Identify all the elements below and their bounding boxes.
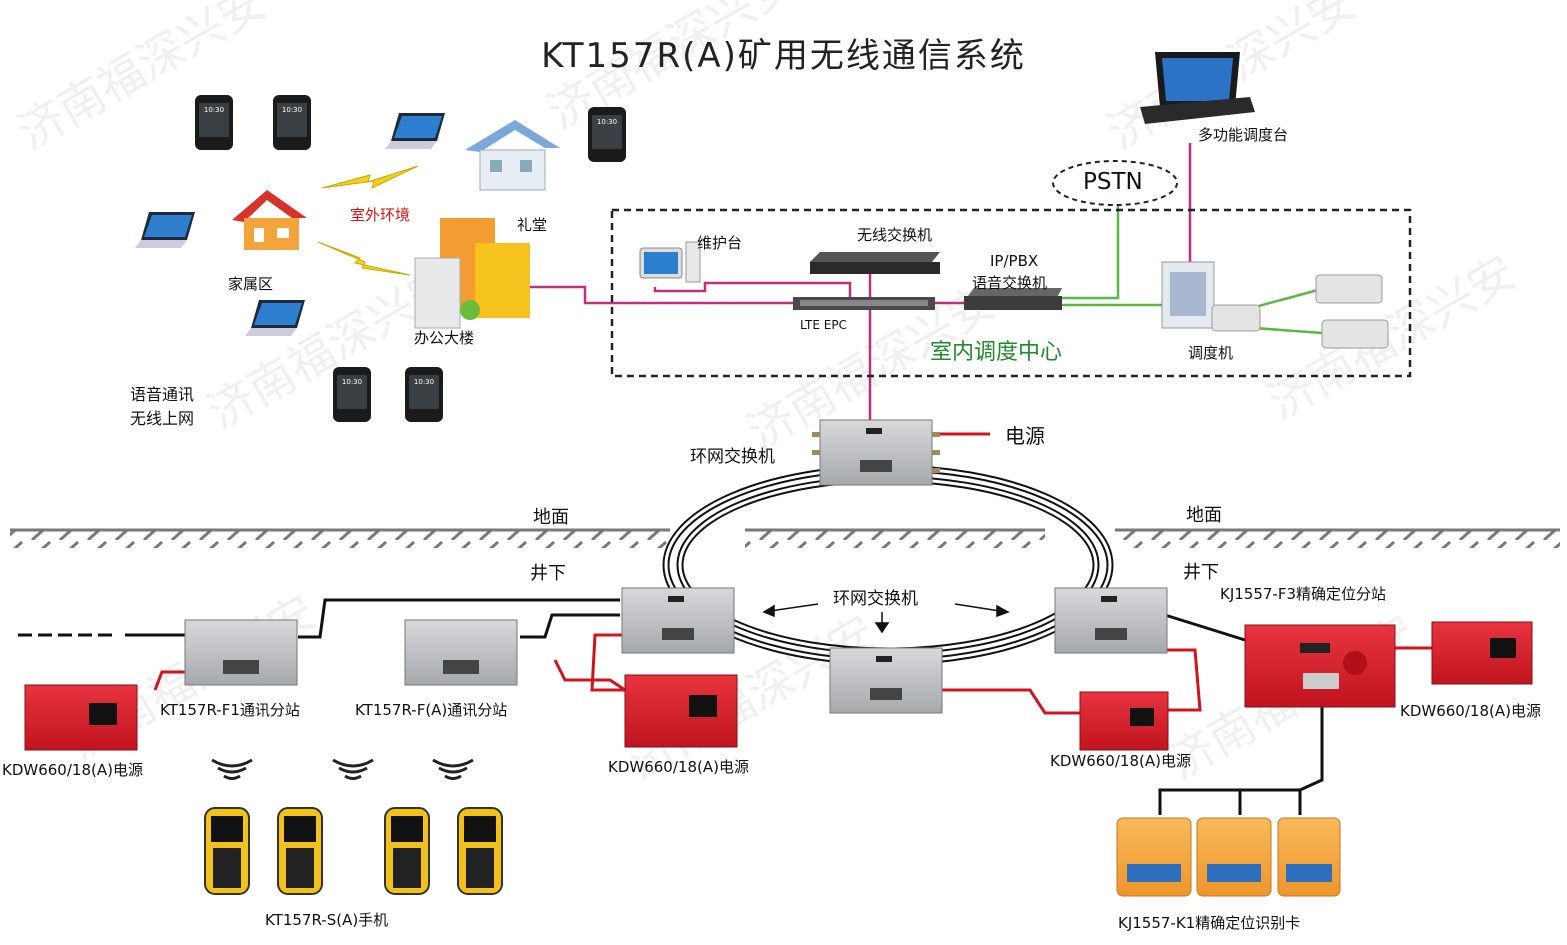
smartphone-icon: 10:30 <box>195 95 233 150</box>
ip-pbx-device <box>964 288 1062 310</box>
id-cards <box>1116 817 1341 897</box>
control-center-title: 室内调度中心 <box>930 340 1063 365</box>
power-top-label: 电源 <box>1005 424 1045 448</box>
svg-text:10:30: 10:30 <box>342 378 362 386</box>
ethernet-links <box>530 272 968 420</box>
f1-substation-box <box>184 619 298 686</box>
handset-icon <box>204 807 250 895</box>
family-house-icon <box>232 190 307 250</box>
svg-text:10:30: 10:30 <box>414 378 434 386</box>
console-label: 多功能调度台 <box>1198 126 1289 144</box>
ring-switch-right <box>1054 587 1168 654</box>
power-ring-label: KDW660/18(A)电源 <box>1050 752 1191 770</box>
laptop-icon <box>135 212 195 248</box>
laptop-icon <box>385 113 445 149</box>
dispatcher-label: 调度机 <box>1188 344 1234 362</box>
service-label-1: 语音通讯 <box>130 385 195 404</box>
desk-phone-icon <box>1211 274 1389 349</box>
ring-switch-left <box>621 587 735 654</box>
pstn-label: PSTN <box>1083 169 1143 195</box>
pointer-arrows <box>762 603 1010 634</box>
power-right-label: KDW660/18(A)电源 <box>1400 702 1541 720</box>
outdoor-env-label: 室外环境 <box>350 206 411 224</box>
laptops <box>135 113 445 336</box>
maintenance-label: 维护台 <box>697 234 743 252</box>
power-left-label: KDW660/18(A)电源 <box>2 761 143 779</box>
handset-icon <box>457 807 503 895</box>
smartphone-icon: 10:30 <box>333 367 371 422</box>
wireless-wave-icon <box>211 758 474 780</box>
ground-right-label: 地面 <box>1186 505 1222 526</box>
ground-left-label: 地面 <box>533 507 569 528</box>
smartphone-icon: 10:30 <box>405 367 443 422</box>
smartphone-icon: 10:30 <box>588 107 626 162</box>
dispatcher-server-icon <box>1161 261 1215 329</box>
laptop-icon <box>245 300 305 336</box>
watermark-text: 济南福深兴安 <box>9 0 275 160</box>
wireless-bolt-icon <box>317 165 419 276</box>
diagram-title: KT157R(A)矿用无线通信系统 <box>541 36 1026 76</box>
underground-left-label: 井下 <box>530 563 566 584</box>
handsets <box>204 807 503 895</box>
ippbx-label-2: 语音交换机 <box>972 274 1048 292</box>
pstn-cloud <box>1052 160 1178 206</box>
lte-epc-label: LTE EPC <box>800 318 847 332</box>
ring-switch-top-label: 环网交换机 <box>690 447 775 467</box>
family-area-label: 家属区 <box>228 275 274 293</box>
ring-switch-top <box>812 419 940 486</box>
power-box-left <box>24 684 138 751</box>
svg-text:10:30: 10:30 <box>597 118 617 126</box>
control-center-frame <box>610 208 1412 378</box>
power-box-right <box>1431 621 1533 685</box>
smartphones: 10:30 10:30 10:30 10:30 10:30 <box>195 95 626 422</box>
handset-icon <box>384 807 430 895</box>
ring-switch-middle-label: 环网交换机 <box>833 589 918 609</box>
id-card-icon <box>1277 817 1341 897</box>
f3-station-label: KJ1557-F3精确定位分站 <box>1220 585 1387 603</box>
office-label: 办公大楼 <box>414 329 475 347</box>
ring-switch-bottom <box>829 647 943 714</box>
power-box-mid <box>624 674 738 748</box>
smartphone-icon: 10:30 <box>273 95 311 150</box>
wireless-switch-label: 无线交换机 <box>857 226 933 244</box>
underground-cables <box>18 598 1324 815</box>
lte-epc-device <box>793 297 935 310</box>
handset-icon <box>277 807 323 895</box>
office-building-icon <box>414 218 530 329</box>
power-mid-label: KDW660/18(A)电源 <box>608 758 749 776</box>
id-cards-label: KJ1557-K1精确定位识别卡 <box>1118 914 1301 932</box>
fa-substation-box <box>404 619 518 686</box>
dispatch-console-icon <box>1140 52 1255 124</box>
underground-right-label: 井下 <box>1183 562 1219 583</box>
maintenance-pc-icon <box>639 241 701 283</box>
id-card-icon <box>1196 817 1272 897</box>
hall-label: 礼堂 <box>517 216 548 234</box>
f1-station-label: KT157R-F1通讯分站 <box>160 701 300 719</box>
f3-station-box <box>1244 624 1396 708</box>
service-label-2: 无线上网 <box>130 409 195 428</box>
handsets-label: KT157R-S(A)手机 <box>265 911 389 929</box>
id-card-icon <box>1116 817 1192 897</box>
fa-station-label: KT157R-F(A)通讯分站 <box>355 701 508 719</box>
svg-text:10:30: 10:30 <box>282 106 302 114</box>
ippbx-label-1: IP/PBX <box>990 252 1039 270</box>
watermark-text: 济南福深兴安 <box>1259 245 1525 430</box>
svg-text:10:30: 10:30 <box>204 106 224 114</box>
power-box-ring <box>1079 691 1169 751</box>
house-icon <box>465 120 560 191</box>
wireless-switch-device <box>810 252 940 274</box>
ground-surface <box>10 528 1560 548</box>
power-lines <box>153 432 1432 715</box>
